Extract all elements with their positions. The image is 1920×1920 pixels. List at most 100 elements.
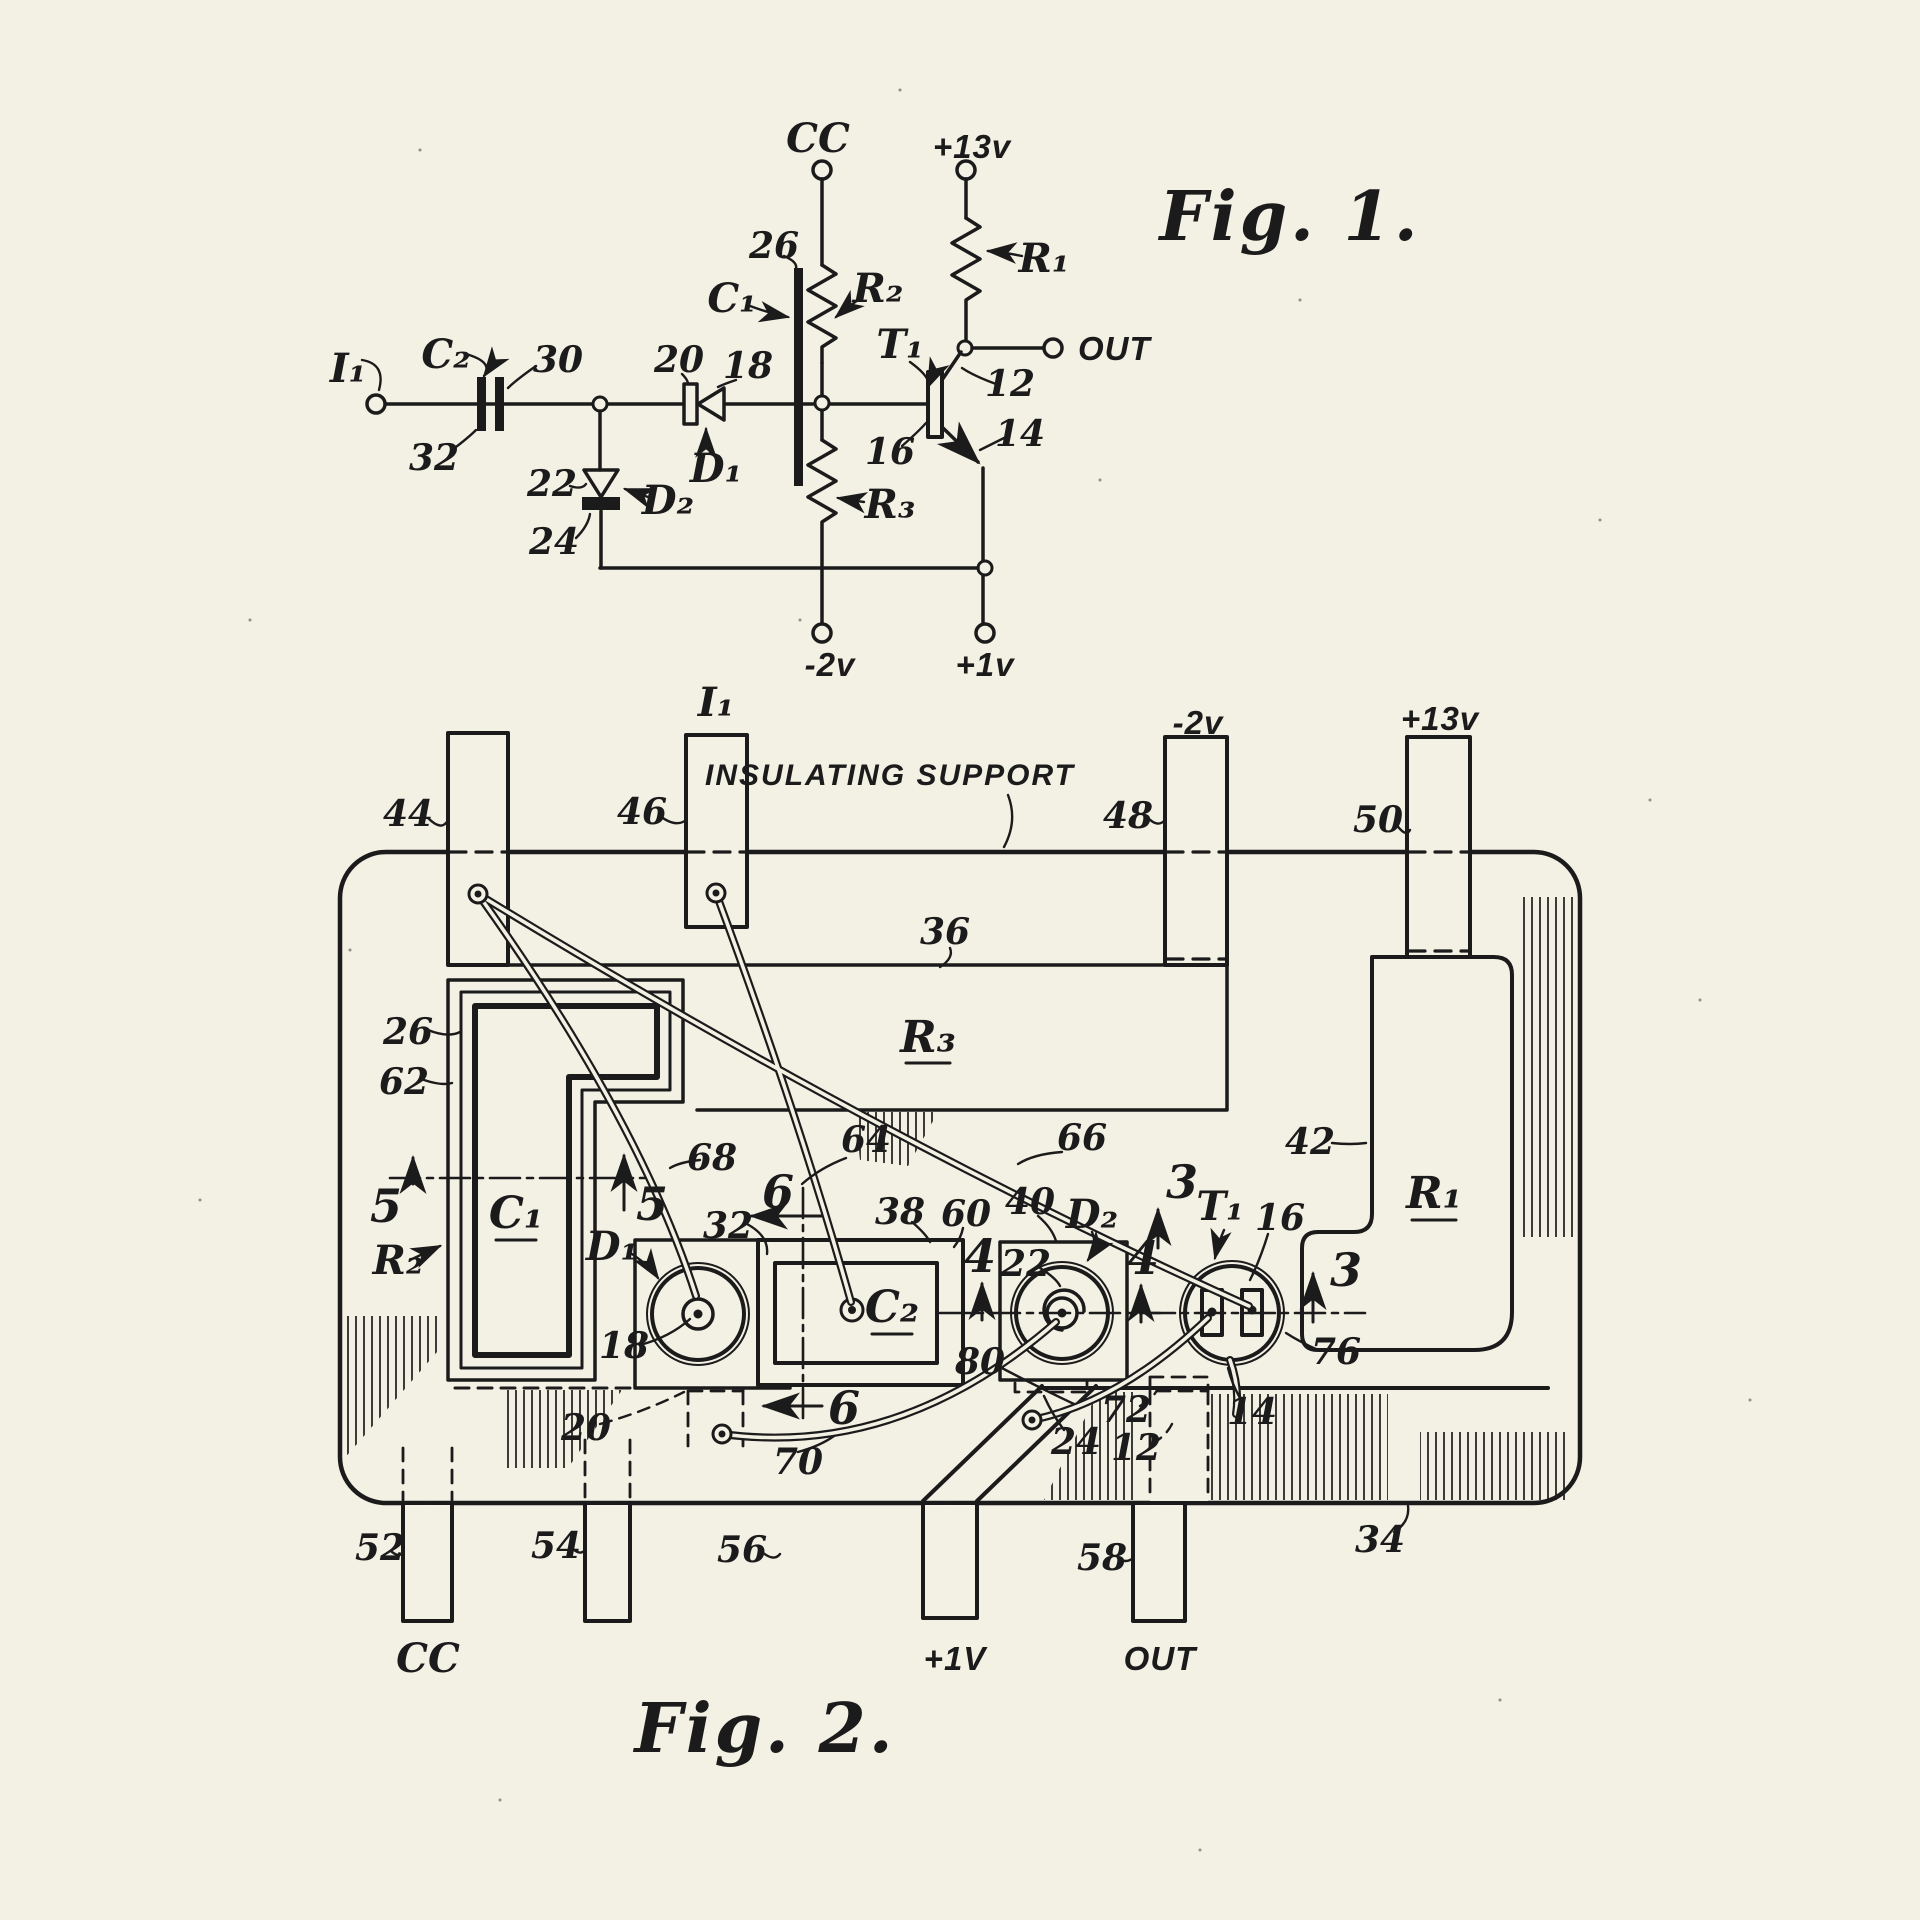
fig2-label-cc: CC: [396, 1635, 460, 1682]
fig1-label-14: 14: [995, 413, 1045, 455]
fig1-label-30: 30: [533, 339, 583, 381]
fig2-hatching: [343, 897, 1576, 1500]
fig2-r2-envelope-outer: [446, 978, 685, 1382]
fig2-label-34: 34: [1355, 1519, 1405, 1561]
fig1-label-d2: D₂: [641, 477, 694, 524]
fig2-label-minus2v: -2v: [1173, 704, 1224, 741]
fig2-label-72: 72: [1101, 1389, 1151, 1431]
fig1-label-18: 18: [723, 345, 773, 387]
fig2-r2-envelope-inner: [459, 990, 672, 1370]
fig2-pin-56: [921, 1501, 979, 1620]
fig2-section3-right: 3: [1330, 1243, 1362, 1297]
fig1-leader-lines: [360, 242, 1024, 540]
fig2-label-68: 68: [687, 1137, 737, 1179]
fig2-section4-right: 4: [1127, 1231, 1159, 1285]
fig2-r3-strip: [448, 963, 1229, 1112]
fig1-label-26: 26: [748, 225, 799, 267]
fig1-label-plus1v: +1v: [956, 646, 1016, 683]
fig2-r1-region: [1300, 955, 1514, 1352]
fig1-c2-plate-right: [495, 377, 504, 431]
fig1-r3-zigzag: [806, 438, 838, 626]
fig1-label-r1: R₁: [1018, 235, 1070, 282]
fig2-label-44: 44: [383, 793, 433, 835]
fig1-t1-emitter-lead: [936, 421, 981, 465]
fig2-c1-region: [446, 978, 685, 1382]
fig1-node-junction: [591, 395, 609, 413]
fig2-label-22: 22: [1000, 1243, 1051, 1285]
fig2-pin-50: [1405, 735, 1472, 959]
fig2-label-50: 50: [1353, 799, 1403, 841]
fig1-label-r3: R₃: [864, 481, 916, 528]
paper-speckles: [198, 88, 1752, 1852]
fig1-terminal-cc: [811, 159, 833, 181]
fig1-label-24: 24: [528, 521, 579, 563]
fig1-terminal-plus1v: [974, 622, 996, 644]
figure-1-schematic: I₁ C₂ 30 32 22 D₂ 24 20 18 D₁ C₁ 26 R₂ C…: [329, 115, 1421, 683]
fig2-c2-component: [756, 1238, 965, 1387]
fig2-label-54: 54: [531, 1525, 581, 1567]
fig1-node-emitter: [976, 559, 994, 577]
fig2-label-76: 76: [1311, 1331, 1361, 1373]
fig1-terminal-minus2v: [811, 622, 833, 644]
fig2-label-plus1v: +1V: [924, 1640, 989, 1677]
fig2-label-32: 32: [703, 1205, 753, 1247]
fig1-r2-zigzag: [806, 263, 838, 365]
fig2-label-64: 64: [841, 1119, 891, 1161]
fig2-pin-52: [401, 1501, 454, 1623]
fig2-label-r1: R₁: [1404, 1168, 1462, 1219]
fig2-label-12: 12: [1111, 1427, 1161, 1469]
fig2-d2-component: [998, 1240, 1129, 1382]
fig1-r1-zigzag: [950, 216, 982, 343]
fig1-label-12: 12: [985, 363, 1035, 405]
fig1-d2-branch-wire: [598, 409, 603, 570]
fig1-terminal-out: [1042, 337, 1064, 359]
fig2-label-18: 18: [599, 1325, 649, 1367]
figure-2-layout: I₁ INSULATING SUPPORT -2v +13v 44 46 48 …: [337, 679, 1583, 1769]
fig1-t1-collector-lead: [940, 350, 963, 382]
fig2-label-70: 70: [773, 1441, 823, 1483]
fig1-label-20: 20: [653, 339, 704, 381]
fig2-label-16: 16: [1255, 1197, 1305, 1239]
bond-pads: [467, 882, 1043, 1445]
fig1-label-c2: C₂: [421, 331, 470, 378]
fig2-pin-58: [1131, 1501, 1187, 1623]
fig2-label-26: 26: [382, 1011, 433, 1053]
fig2-pin-edge-dashes: [403, 850, 1470, 1505]
fig2-label-plus13v: +13v: [1401, 700, 1480, 737]
fig1-label-d1: D₁: [689, 445, 742, 492]
fig1-label-out: OUT: [1078, 330, 1153, 367]
fig1-d2-triangle: [582, 468, 620, 499]
fig2-label-d1: D₁: [585, 1223, 638, 1270]
fig1-label-minus2v: -2v: [805, 646, 856, 683]
fig2-label-58: 58: [1077, 1537, 1127, 1579]
fig2-pad12-mask: [1150, 1391, 1208, 1501]
fig1-d2-bar: [582, 497, 620, 510]
fig1-label-r2: R₂: [852, 265, 904, 312]
fig2-section-lines: [388, 1153, 1367, 1424]
fig2-label-52: 52: [355, 1527, 405, 1569]
fig1-label-16: 16: [865, 431, 915, 473]
fig2-section6-bottom: 6: [828, 1381, 860, 1435]
fig1-label-32: 32: [409, 437, 459, 479]
fig2-pin-54: [583, 1501, 632, 1623]
fig2-section4-left: 4: [964, 1229, 996, 1283]
fig1-caption: Fig. 1.: [1158, 177, 1421, 257]
fig1-label-cc: CC: [786, 115, 850, 162]
fig2-label-42: 42: [1285, 1121, 1335, 1163]
fig2-label-d2: D₂: [1065, 1191, 1118, 1238]
fig2-label-24: 24: [1050, 1421, 1101, 1463]
fig2-label-62: 62: [379, 1061, 429, 1103]
fig2-section5-right: 5: [636, 1177, 668, 1231]
fig2-label-r3: R₃: [898, 1012, 956, 1063]
fig2-leader-lines: [390, 793, 1412, 1563]
fig1-t1-base-bar: [926, 370, 944, 439]
fig1-terminal-i1: [365, 393, 387, 415]
fig2-label-14: 14: [1227, 1391, 1277, 1433]
fig2-label-36: 36: [920, 911, 970, 953]
fig2-label-out: OUT: [1124, 1640, 1199, 1677]
fig2-section5-left: 5: [370, 1179, 402, 1233]
fig2-label-c1: C₁: [489, 1188, 543, 1239]
fig1-c1-electrode: [794, 268, 803, 486]
fig2-label-46: 46: [617, 791, 667, 833]
